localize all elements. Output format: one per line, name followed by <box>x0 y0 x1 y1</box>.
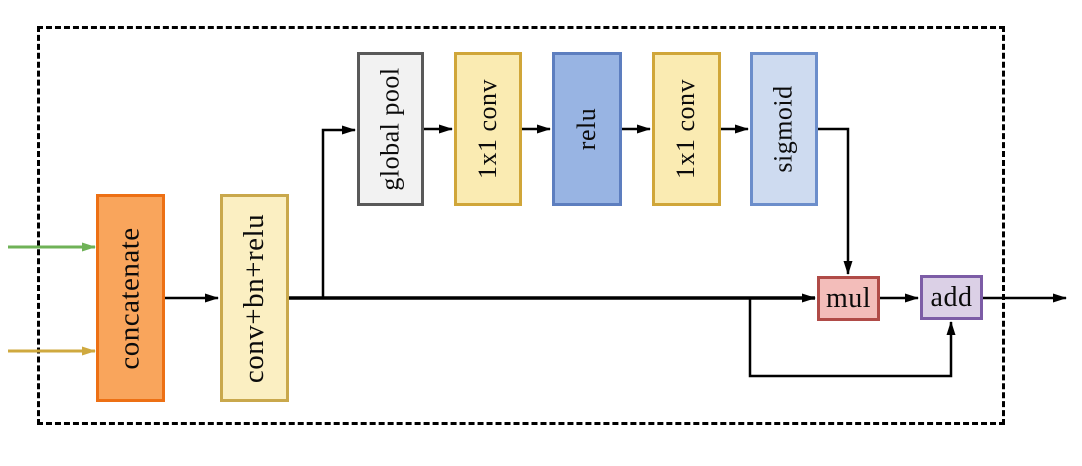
node-1x1-conv-first-label: 1x1 conv <box>473 78 503 180</box>
node-mul: mul <box>817 276 880 321</box>
node-1x1-conv-second: 1x1 conv <box>652 52 721 206</box>
node-global-pool: global pool <box>357 52 424 206</box>
node-add: add <box>920 275 983 320</box>
node-conv-bn-relu-label: conv+bn+relu <box>238 213 271 383</box>
node-add-label: add <box>930 281 973 313</box>
node-mul-label: mul <box>825 282 872 314</box>
node-sigmoid-label: sigmoid <box>769 85 799 173</box>
node-1x1-conv-first: 1x1 conv <box>454 52 522 206</box>
node-conv-bn-relu: conv+bn+relu <box>220 194 289 402</box>
node-sigmoid: sigmoid <box>750 52 818 206</box>
node-concatenate-label: concatenate <box>114 226 146 370</box>
module-boundary-dashed-frame <box>37 26 1005 425</box>
node-concatenate: concatenate <box>96 194 165 402</box>
node-relu-label: relu <box>571 107 601 151</box>
node-relu: relu <box>552 52 622 206</box>
node-global-pool-label: global pool <box>375 67 405 191</box>
node-1x1-conv-second-label: 1x1 conv <box>671 78 701 180</box>
